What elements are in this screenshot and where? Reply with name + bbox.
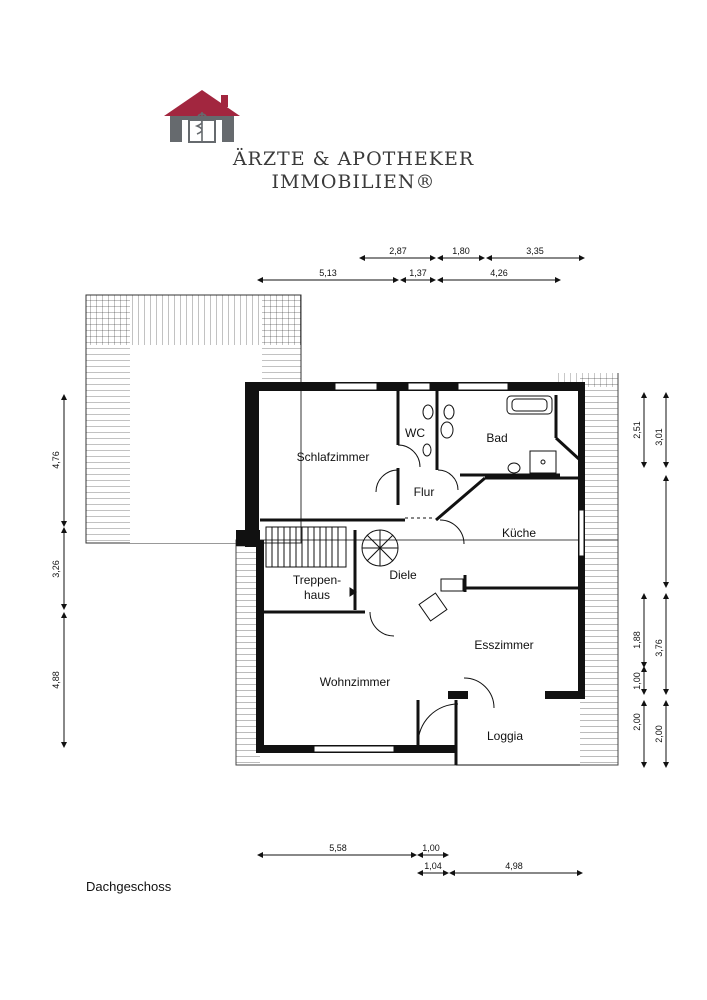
caduceus-icon [194,112,207,141]
dim-bottom-4: 4,98 [505,861,523,871]
room-label-treppenhaus-2: haus [304,588,330,602]
room-label-bad: Bad [486,431,507,445]
windows [313,382,585,753]
roof-hatching-left-upper [85,294,302,544]
roof-hatching-main [235,373,619,766]
dim-right-inner-3: 1,00 [632,672,642,690]
room-label-kueche: Küche [502,526,536,540]
dim-bottom-2: 1,00 [422,843,440,853]
dim-right-outer-2: 3,76 [654,639,664,657]
dim-left-1: 4,76 [51,451,61,469]
dim-top-4: 5,13 [319,268,337,278]
floor-label: Dachgeschoss [86,879,172,894]
brand-name-line1: ÄRZTE & APOTHEKER [232,148,475,170]
dim-left-3: 4,88 [51,671,61,689]
dim-left-2: 3,26 [51,560,61,578]
doors [369,444,495,745]
logo-roof [164,90,240,116]
dim-top-2: 1,80 [452,246,470,256]
room-label-esszimmer: Esszimmer [474,638,533,652]
dim-right-outer-3: 2,00 [654,725,664,743]
logo-chimney [221,95,228,107]
dimension-lines [61,255,669,876]
staircase [265,526,399,597]
dim-bottom-1: 5,58 [329,843,347,853]
dim-right-inner-1: 2,51 [632,421,642,439]
bathroom-fixtures [418,395,557,622]
interior-walls [260,391,582,766]
dim-top-5: 1,37 [409,268,427,278]
dim-right-outer-1: 3,01 [654,428,664,446]
logo-house-right [222,118,234,142]
room-label-treppenhaus-1: Treppen- [293,573,341,587]
dim-top-6: 4,26 [490,268,508,278]
room-label-loggia: Loggia [487,729,523,743]
room-label-flur: Flur [414,485,435,499]
logo-house-left [170,118,182,142]
dim-top-1: 2,87 [389,246,407,256]
dim-right-inner-2: 1,88 [632,631,642,649]
dim-right-inner-4: 2,00 [632,713,642,731]
room-label-wc: WC [405,426,425,440]
dim-top-3: 3,35 [526,246,544,256]
company-logo [164,90,240,143]
room-label-wohnzimmer: Wohnzimmer [320,675,390,689]
room-label-schlafzimmer: Schlafzimmer [297,450,370,464]
dim-bottom-3: 1,04 [424,861,442,871]
brand-name-line2: IMMOBILIEN® [271,171,436,193]
room-label-diele: Diele [389,568,417,582]
